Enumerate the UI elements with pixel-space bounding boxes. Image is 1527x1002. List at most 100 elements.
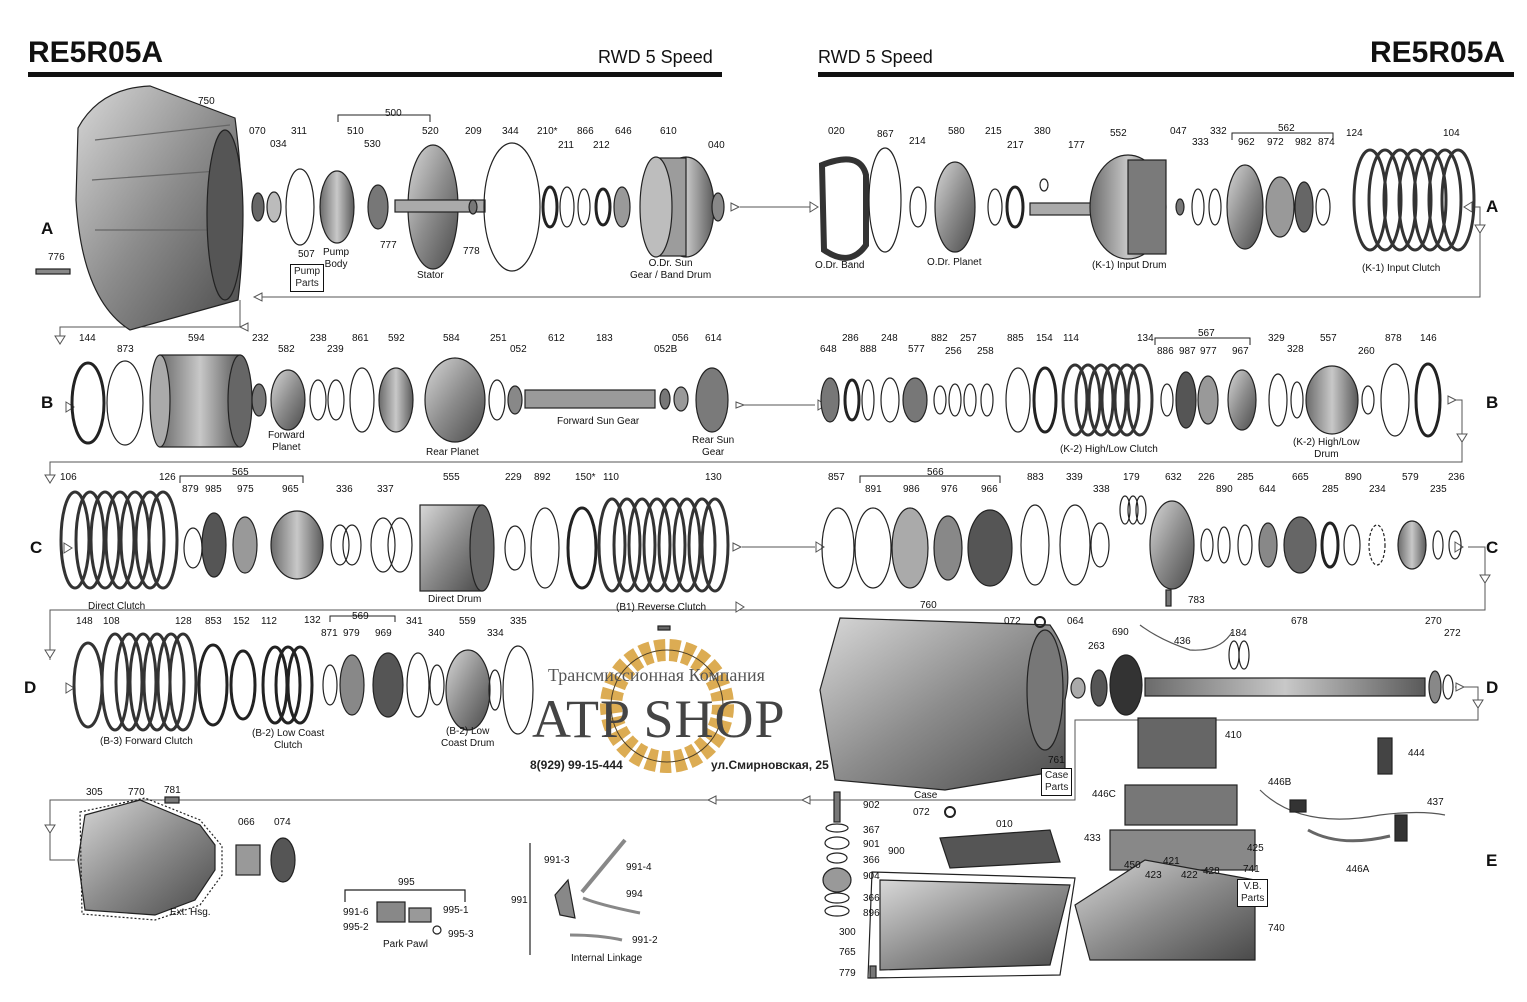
part-428: 428 xyxy=(1203,866,1220,877)
part-871: 871 xyxy=(321,628,338,639)
part-982: 982 xyxy=(1295,137,1312,148)
part-614: 614 xyxy=(705,333,722,344)
part-991-6: 991-6 xyxy=(343,907,369,918)
part-878: 878 xyxy=(1385,333,1402,344)
part-648: 648 xyxy=(820,344,837,355)
part-976: 976 xyxy=(941,484,958,495)
part-229: 229 xyxy=(505,472,522,483)
part-446a: 446A xyxy=(1346,864,1370,875)
part-900: 900 xyxy=(888,846,905,857)
part-579: 579 xyxy=(1402,472,1419,483)
part-425: 425 xyxy=(1247,843,1264,854)
part-272: 272 xyxy=(1444,628,1461,639)
part-056: 056 xyxy=(672,333,689,344)
atp-shop-logo xyxy=(600,639,734,773)
row-label-a-right: A xyxy=(1486,197,1499,216)
label-pump-parts: Pump Parts xyxy=(290,264,325,292)
part-126: 126 xyxy=(159,472,176,483)
forward-clutch-pack xyxy=(72,632,198,732)
part-334: 334 xyxy=(487,628,504,639)
part-070: 070 xyxy=(249,126,266,137)
part-580: 580 xyxy=(948,126,965,137)
label-k2-high-low-clutch: (K-2) High/Low Clutch xyxy=(1060,444,1158,455)
part-510: 510 xyxy=(347,126,364,137)
part-340: 340 xyxy=(428,628,445,639)
label-k1-input-drum: (K-1) Input Drum xyxy=(1092,260,1167,271)
part-329: 329 xyxy=(1268,333,1285,344)
label-b2-low-coast-clutch: (B-2) Low Coast Clutch xyxy=(252,728,325,751)
part-507: 507 xyxy=(298,249,315,260)
part-530: 530 xyxy=(364,139,381,150)
part-559: 559 xyxy=(459,616,476,627)
part-994: 994 xyxy=(626,889,643,900)
label-rear-planet: Rear Planet xyxy=(426,447,479,458)
part-520: 520 xyxy=(422,126,439,137)
watermark-phone: 8(929) 99-15-444 xyxy=(530,758,623,772)
extension-housing xyxy=(77,799,216,916)
part-437: 437 xyxy=(1427,797,1444,808)
oil-pan xyxy=(879,879,1071,971)
part-874: 874 xyxy=(1318,137,1335,148)
part-665: 665 xyxy=(1292,472,1309,483)
part-020: 020 xyxy=(828,126,845,137)
part-577: 577 xyxy=(908,344,925,355)
part-866: 866 xyxy=(577,126,594,137)
label-internal-linkage: Internal Linkage xyxy=(571,953,643,964)
part-112: 112 xyxy=(261,616,277,627)
part-777: 777 xyxy=(380,240,397,251)
valve-body xyxy=(1074,859,1256,961)
part-552: 552 xyxy=(1110,128,1127,139)
part-969: 969 xyxy=(375,628,392,639)
part-286: 286 xyxy=(842,333,859,344)
label-stator: Stator xyxy=(417,270,444,281)
part-074-b: 074 xyxy=(274,817,291,828)
part-072-a: 072 xyxy=(1004,616,1021,627)
part-873: 873 xyxy=(117,344,134,355)
label-ext-hsg: Ext. Hsg. xyxy=(170,907,211,918)
label-b1-reverse-clutch: (B1) Reverse Clutch xyxy=(616,602,707,613)
row-label-d-right: D xyxy=(1486,678,1499,697)
row-label-d-left: D xyxy=(24,678,37,697)
bracket-lines xyxy=(179,114,1334,622)
part-594: 594 xyxy=(188,333,205,344)
part-888: 888 xyxy=(860,344,877,355)
part-150: 150* xyxy=(575,472,596,483)
part-366-b: 366 xyxy=(863,893,880,904)
part-134: 134 xyxy=(1137,333,1154,344)
part-040: 040 xyxy=(708,140,725,151)
part-335: 335 xyxy=(510,616,527,627)
watermark-company: Трансмиссионная Компания xyxy=(548,665,765,685)
part-217: 217 xyxy=(1007,140,1024,151)
part-883: 883 xyxy=(1027,472,1044,483)
part-380: 380 xyxy=(1034,126,1051,137)
part-232: 232 xyxy=(252,333,269,344)
part-421: 421 xyxy=(1163,856,1180,867)
part-114: 114 xyxy=(1063,333,1079,344)
part-991-3: 991-3 xyxy=(544,855,570,866)
subtitle-right: RWD 5 Speed xyxy=(818,47,933,67)
part-422: 422 xyxy=(1181,870,1198,881)
row-d-parts xyxy=(197,616,1454,791)
part-128: 128 xyxy=(175,616,192,627)
row-a-parts xyxy=(35,85,1331,331)
part-882: 882 xyxy=(931,333,948,344)
part-778: 778 xyxy=(463,246,480,257)
part-236: 236 xyxy=(1448,472,1465,483)
part-152: 152 xyxy=(233,616,250,627)
part-333: 333 xyxy=(1192,137,1209,148)
k2-clutch-pack xyxy=(1061,363,1154,437)
part-214: 214 xyxy=(909,136,926,147)
label-b3-forward-clutch: (B-3) Forward Clutch xyxy=(100,736,193,747)
part-444: 444 xyxy=(1408,748,1425,759)
k1-input-clutch-pack xyxy=(1352,148,1476,252)
part-285-a: 285 xyxy=(1237,472,1254,483)
part-064: 064 xyxy=(1067,616,1084,627)
part-066: 066 xyxy=(238,817,255,828)
part-995-3: 995-3 xyxy=(448,929,474,940)
part-779: 779 xyxy=(839,968,856,979)
part-562: 562 xyxy=(1278,123,1295,134)
row-label-c-right: C xyxy=(1486,538,1499,557)
model-title-left: RE5R05A xyxy=(28,36,164,69)
part-110: 110 xyxy=(603,472,619,483)
header-rule-left xyxy=(28,72,722,77)
